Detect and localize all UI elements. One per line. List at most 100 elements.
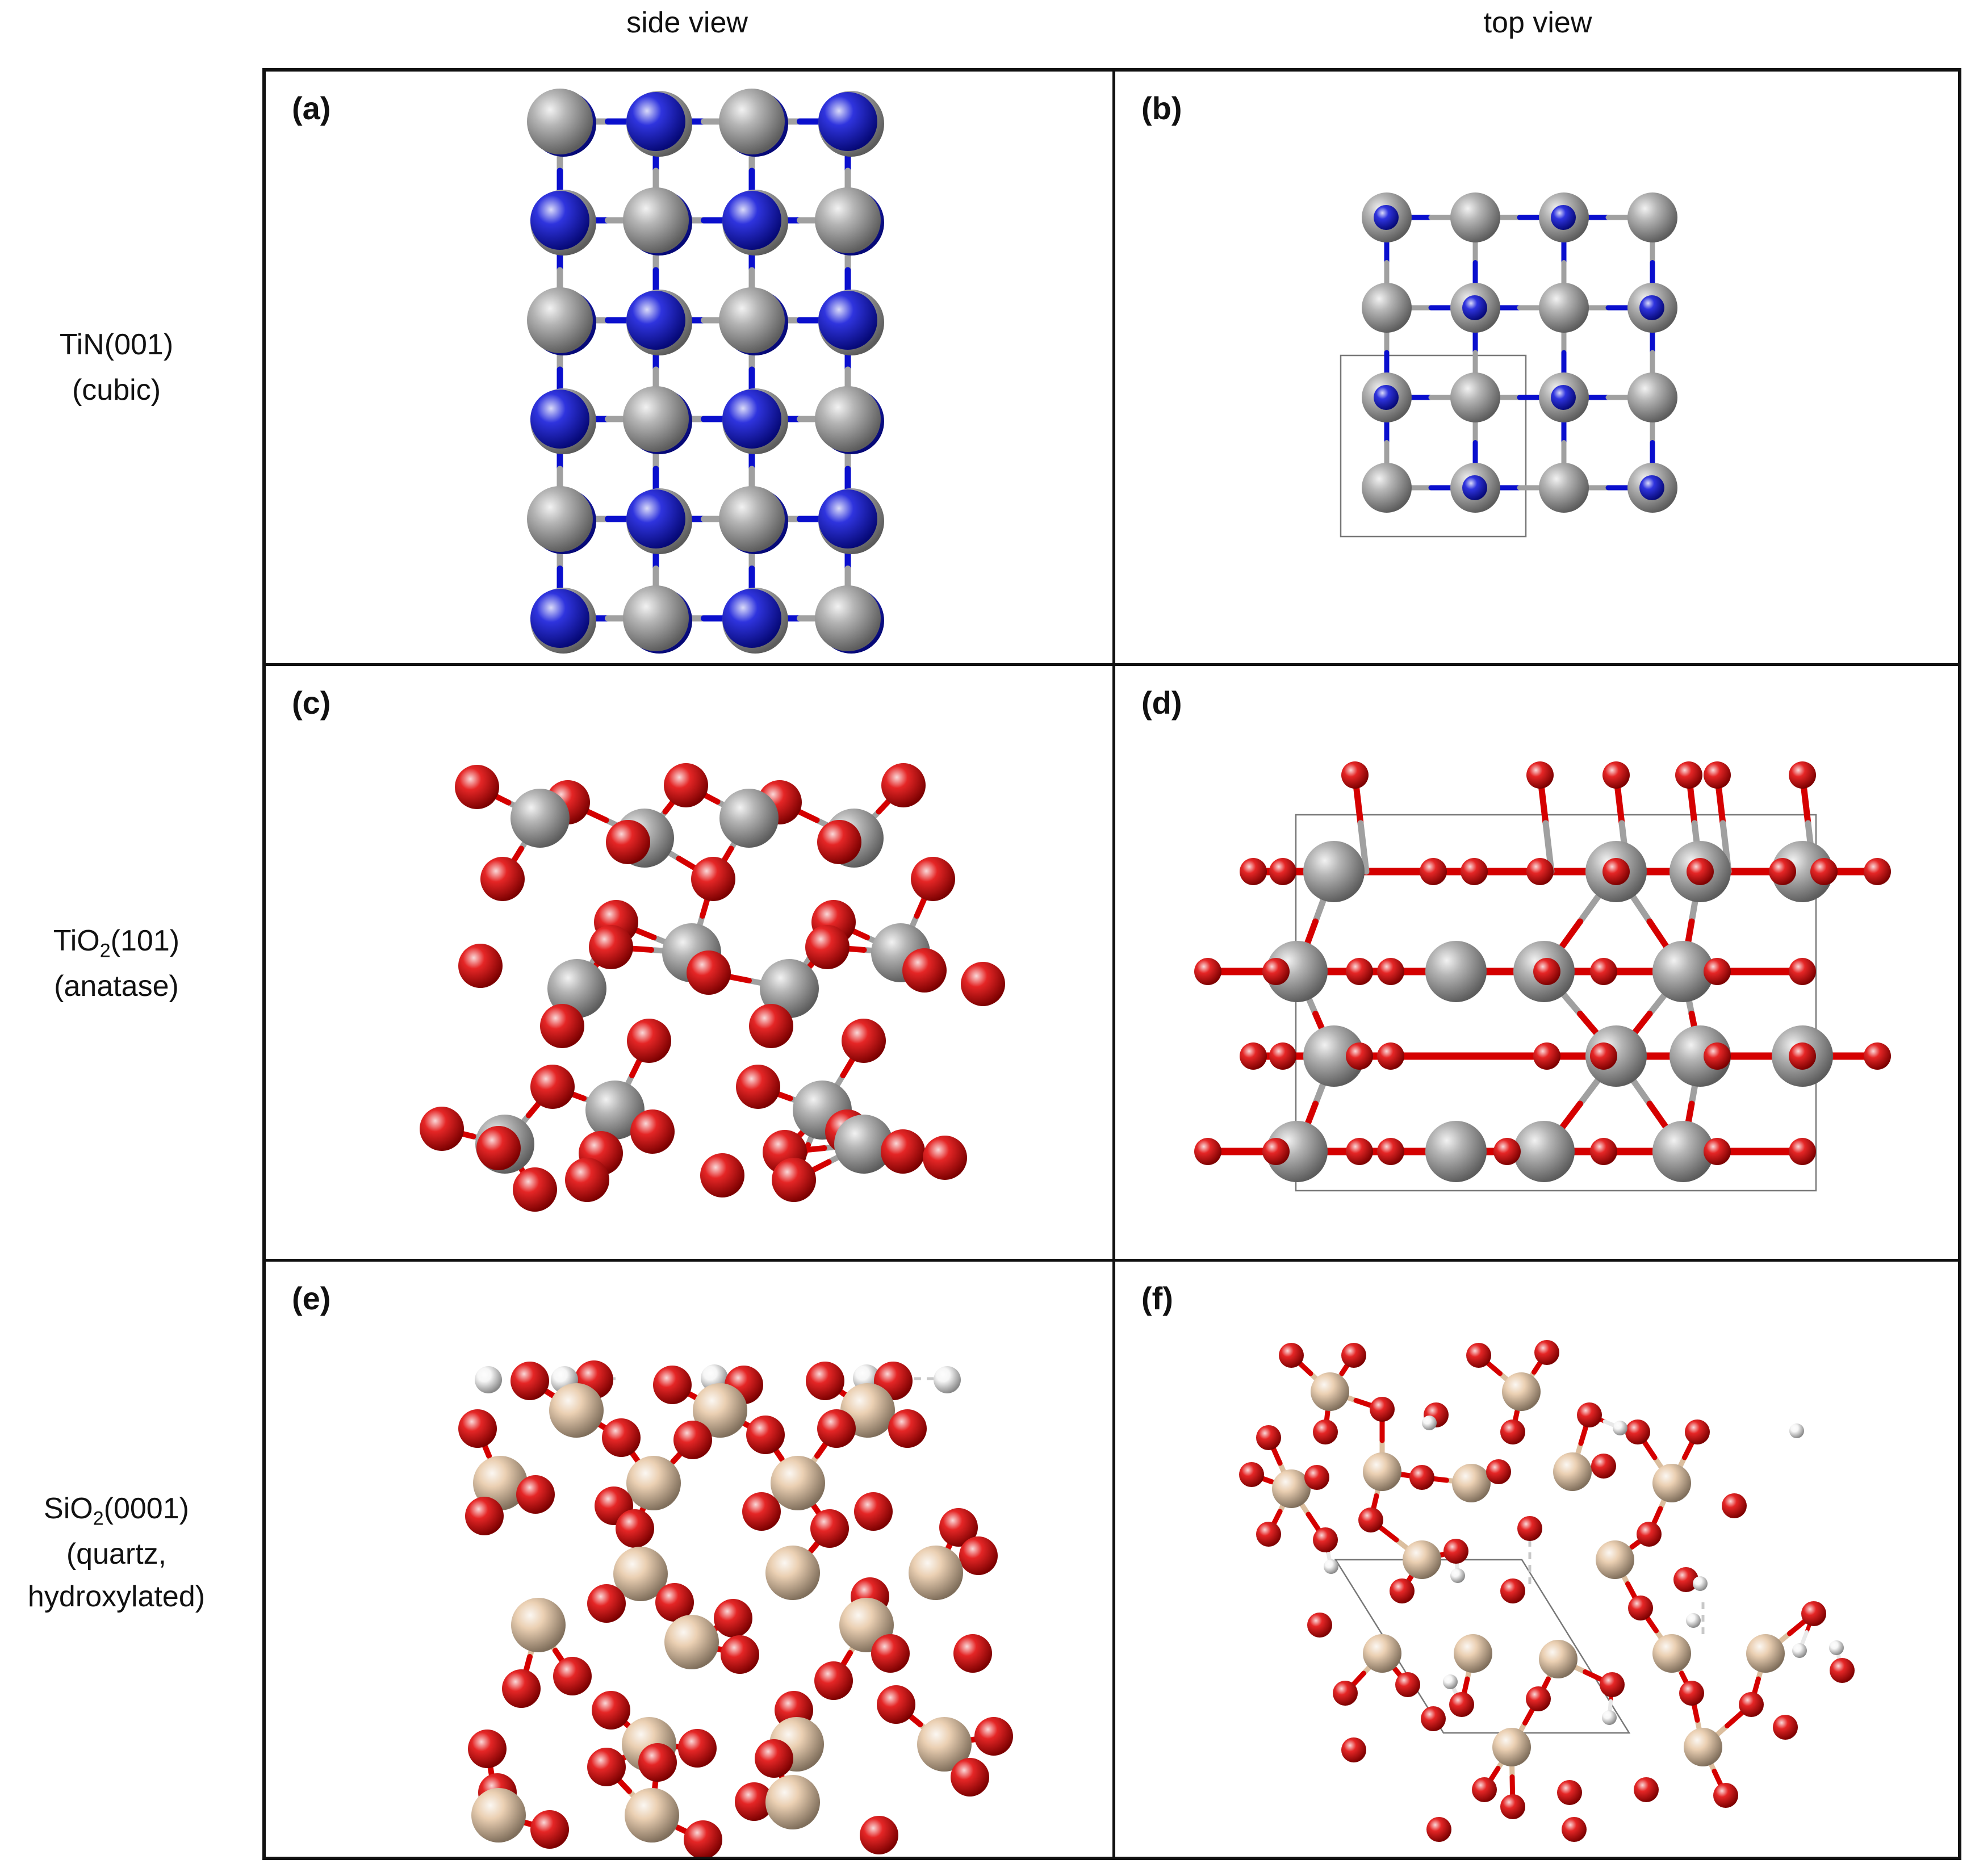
silicon-atom [1652, 1464, 1691, 1502]
oxygen-atom [530, 1065, 575, 1109]
titanium-atom [1450, 192, 1500, 242]
oxygen-atom [1269, 858, 1296, 885]
oxygen-atom [502, 1669, 541, 1708]
titanium-atom [1303, 1025, 1365, 1087]
panel-c-tio2-side-view: (c) [266, 666, 1112, 1259]
oxygen-atom [1426, 1817, 1451, 1842]
oxygen-atom [810, 1509, 849, 1548]
silicon-atom [473, 1456, 528, 1510]
oxygen-atom [1377, 1138, 1404, 1165]
nitrogen-atom [1374, 205, 1399, 230]
oxygen-atom [1533, 1042, 1560, 1070]
silicon-atom [1311, 1372, 1349, 1411]
oxygen-atom [1801, 1601, 1826, 1626]
titanium-atom [815, 585, 881, 651]
titanium-atom [1266, 1121, 1328, 1182]
oxygen-atom [1526, 761, 1554, 789]
silicon-atom [1492, 1728, 1531, 1766]
column-header-side-view: side view [626, 6, 748, 39]
oxygen-atom [974, 1717, 1013, 1756]
oxygen-atom [684, 1820, 722, 1857]
oxygen-atom [772, 1158, 816, 1202]
oxygen-atom [480, 857, 525, 901]
silicon-atom [549, 1383, 604, 1438]
oxygen-atom [1313, 1419, 1338, 1444]
oxygen-atom [1526, 858, 1554, 885]
oxygen-atom [1256, 1522, 1281, 1547]
oxygen-atom [1675, 761, 1702, 789]
silicon-atom [1403, 1540, 1441, 1579]
oxygen-atom [736, 1065, 780, 1109]
oxygen-atom [1789, 761, 1816, 789]
oxygen-atom [1358, 1508, 1383, 1532]
oxygen-atom [1307, 1613, 1332, 1638]
silicon-atom [626, 1456, 681, 1510]
oxygen-atom [1341, 1737, 1366, 1762]
oxygen-atom [655, 1583, 694, 1622]
oxygen-atom [673, 1421, 712, 1459]
oxygen-atom [1864, 858, 1891, 885]
oxygen-atom [587, 1748, 626, 1786]
titanium-atom [527, 486, 593, 552]
row-description: (quartz, [66, 1537, 167, 1571]
oxygen-atom [1625, 1419, 1650, 1444]
hydrogen-atom [1602, 1710, 1617, 1725]
nitrogen-atom [722, 191, 781, 250]
oxygen-atom [1500, 1578, 1525, 1603]
oxygen-atom [1240, 858, 1267, 885]
oxygen-atom [911, 857, 955, 901]
oxygen-atom [516, 1475, 555, 1514]
oxygen-atom [468, 1730, 507, 1768]
oxygen-atom [902, 948, 947, 993]
grid-divider-horizontal-2 [262, 1259, 1961, 1262]
titanium-atom [1362, 463, 1412, 513]
oxygen-atom [814, 1661, 853, 1700]
silicon-atom [1363, 1452, 1401, 1491]
oxygen-atom [742, 1492, 781, 1531]
oxygen-atom [755, 1739, 793, 1778]
oxygen-atom [1239, 1462, 1264, 1487]
panel-f-structure [1239, 1340, 1855, 1842]
oxygen-atom [881, 763, 926, 807]
panel-label-f: (f) [1141, 1280, 1173, 1316]
oxygen-atom [1472, 1777, 1497, 1802]
silicon-atom [765, 1546, 820, 1600]
oxygen-atom [630, 1109, 675, 1154]
oxygen-atom [540, 1004, 584, 1048]
oxygen-atom [627, 1019, 671, 1063]
oxygen-atom [592, 1691, 630, 1730]
titanium-atom [1303, 841, 1365, 902]
silicon-atom [1452, 1464, 1491, 1502]
titanium-atom [760, 959, 819, 1018]
oxygen-atom [1486, 1459, 1511, 1484]
silicon-atom [1596, 1540, 1634, 1579]
hydrogen-atom [1422, 1416, 1437, 1430]
oxygen-atom [961, 962, 1005, 1006]
oxygen-atom [746, 1416, 785, 1454]
oxygen-atom [877, 1685, 915, 1724]
silicon-atom [917, 1717, 972, 1772]
titanium-atom [719, 789, 779, 848]
row-label-tin: TiN(001) (cubic) [0, 324, 233, 412]
oxygen-atom [565, 1158, 609, 1202]
oxygen-atom [1864, 1042, 1891, 1070]
hydrogen-atom [1789, 1423, 1804, 1438]
nitrogen-atom [1462, 295, 1487, 320]
row-formula: TiN(001) [59, 328, 174, 361]
titanium-atom [1539, 463, 1589, 513]
nitrogen-atom [1551, 205, 1576, 230]
titanium-atom [1652, 941, 1714, 1002]
oxygen-atom [587, 1584, 626, 1623]
oxygen-atom [1333, 1681, 1358, 1706]
nitrogen-atom [626, 291, 685, 350]
nitrogen-atom [626, 92, 685, 151]
row-label-sio2: SiO2(0001) (quartz, hydroxylated) [0, 1488, 233, 1618]
oxygen-atom [1194, 958, 1221, 985]
oxygen-atom [1602, 858, 1630, 885]
row-label-tio2: TiO2(101) (anatase) [0, 920, 233, 1008]
oxygen-atom [1377, 1042, 1404, 1070]
oxygen-atom [881, 1129, 925, 1174]
oxygen-atom [1704, 1138, 1731, 1165]
oxygen-atom [1346, 1042, 1373, 1070]
oxygen-atom [1713, 1783, 1738, 1808]
